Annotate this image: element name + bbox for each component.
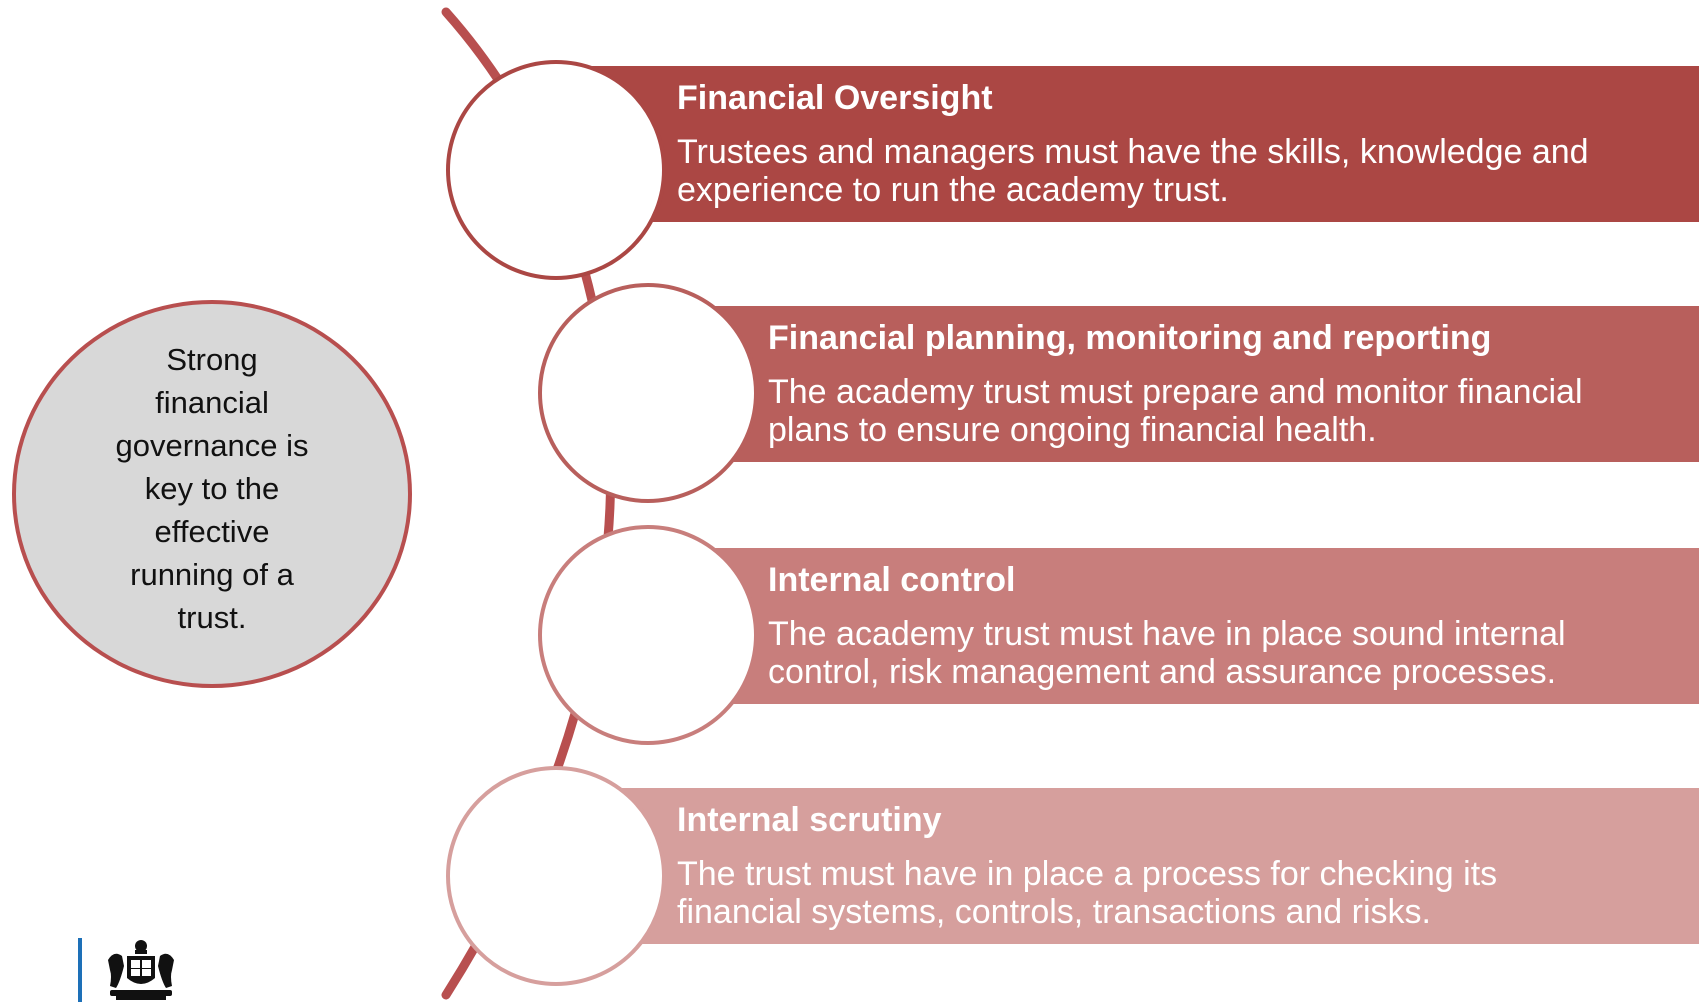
royal-coat-of-arms-icon <box>108 940 174 1000</box>
band-description-line-1: The academy trust must have in place sou… <box>768 615 1566 653</box>
band-description-line-2: financial systems, controls, transaction… <box>677 893 1431 931</box>
band-internal-scrutiny: Internal scrutiny The trust must have in… <box>560 788 1699 944</box>
band-description-line-1: Trustees and managers must have the skil… <box>677 133 1589 171</box>
band-financial-planning: Financial planning, monitoring and repor… <box>650 306 1699 462</box>
band-title: Financial Oversight <box>677 79 993 117</box>
node-circle-1 <box>446 60 666 280</box>
center-text: Strong financial governance is key to th… <box>115 342 309 635</box>
band-title: Financial planning, monitoring and repor… <box>768 319 1492 357</box>
band-internal-control: Internal control The academy trust must … <box>650 548 1699 704</box>
band-title: Internal scrutiny <box>677 801 942 839</box>
band-description-line-1: The trust must have in place a process f… <box>677 855 1498 893</box>
band-description-line-1: The academy trust must prepare and monit… <box>768 373 1583 411</box>
logo-bar <box>78 938 82 1002</box>
band-description-line-2: experience to run the academy trust. <box>677 171 1229 209</box>
band-description-line-2: control, risk management and assurance p… <box>768 653 1557 691</box>
logo <box>78 938 368 1002</box>
band-financial-oversight: Financial Oversight Trustees and manager… <box>560 66 1699 222</box>
band-description-line-2: plans to ensure ongoing financial health… <box>768 411 1377 449</box>
center-circle <box>12 300 412 688</box>
band-title: Internal control <box>768 561 1016 599</box>
node-circle-2 <box>538 283 758 503</box>
node-circle-3 <box>538 525 758 745</box>
node-circle-4 <box>446 766 666 986</box>
